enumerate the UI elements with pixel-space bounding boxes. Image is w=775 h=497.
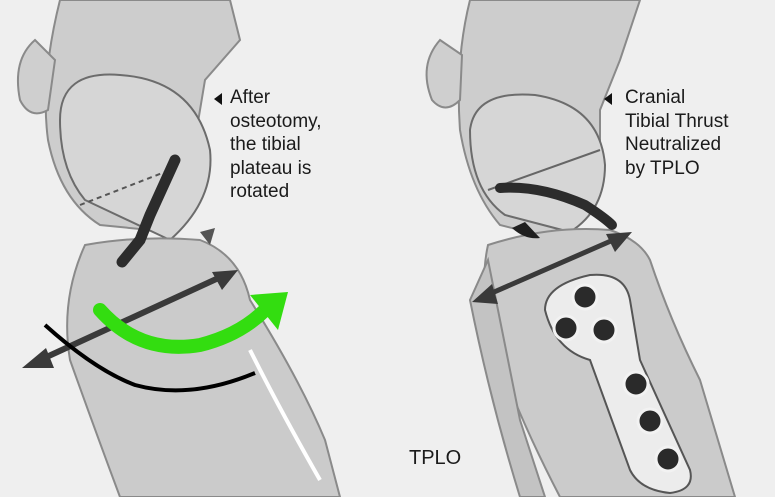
left-annotation: After osteotomy, the tibial plateau is r… <box>230 86 322 204</box>
left-bullet-icon <box>214 93 222 105</box>
screw-5 <box>638 409 662 433</box>
screw-6 <box>656 447 680 471</box>
screw-2 <box>554 316 578 340</box>
figure-caption: TPLO <box>409 447 461 470</box>
right-bullet-icon <box>604 93 612 105</box>
screw-4 <box>624 372 648 396</box>
right-annotation: Cranial Tibial Thrust Neutralized by TPL… <box>625 86 728 180</box>
screw-1 <box>573 285 597 309</box>
screw-3 <box>592 318 616 342</box>
